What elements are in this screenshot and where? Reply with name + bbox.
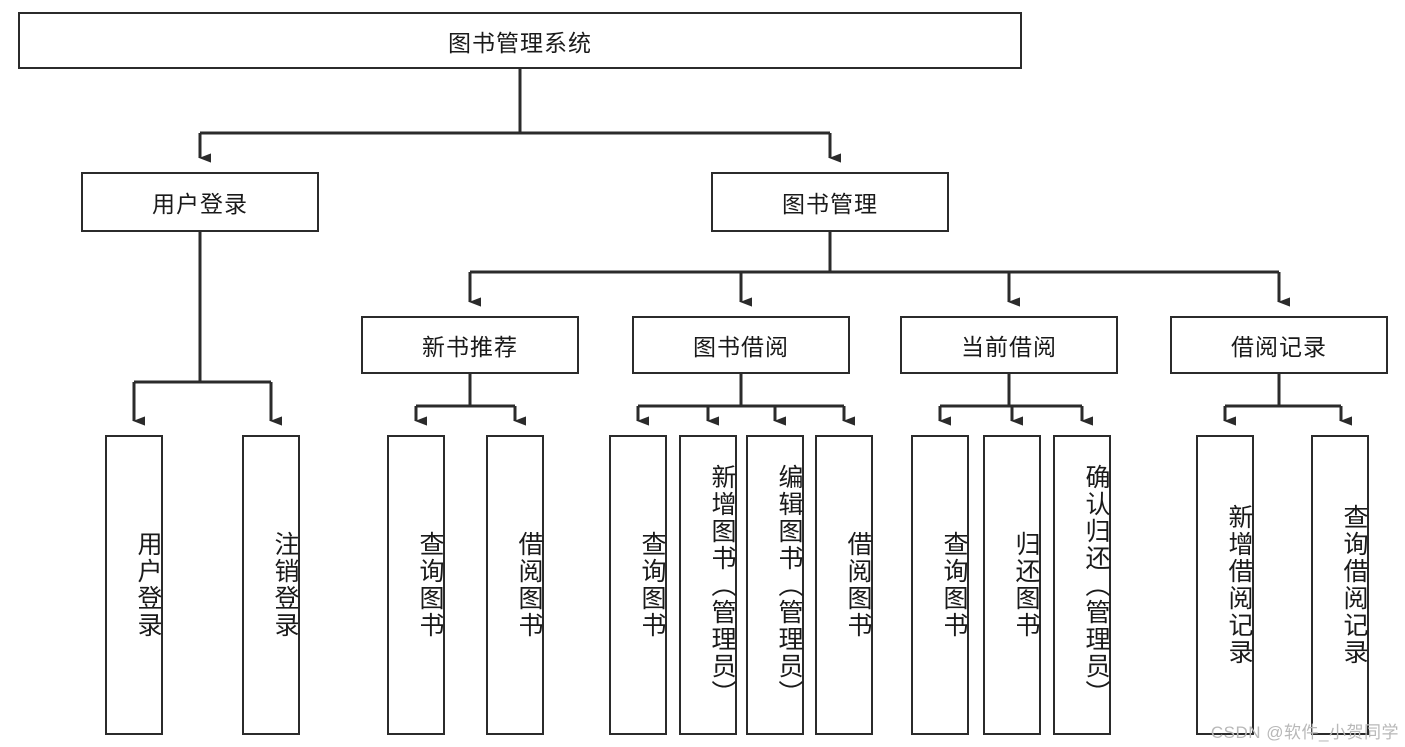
node-leaf-user-login[interactable]: 用户登录 xyxy=(105,435,163,735)
node-borrow-record-label: 借阅记录 xyxy=(1231,334,1327,360)
node-leaf-query-record-label: 查询借阅记录 xyxy=(1340,504,1368,666)
node-book-manage-label: 图书管理 xyxy=(782,191,878,217)
node-book-borrow[interactable]: 图书借阅 xyxy=(632,316,850,374)
node-leaf-query-record[interactable]: 查询借阅记录 xyxy=(1311,435,1369,735)
node-leaf-return-book[interactable]: 归还图书 xyxy=(983,435,1041,735)
node-leaf-logout-label: 注销登录 xyxy=(271,531,299,639)
node-user-login[interactable]: 用户登录 xyxy=(81,172,319,232)
node-root[interactable]: 图书管理系统 xyxy=(18,12,1022,69)
node-leaf-query-book-borrow-label: 查询图书 xyxy=(638,531,666,639)
node-leaf-user-login-label: 用户登录 xyxy=(134,531,162,639)
node-leaf-query-book-borrow[interactable]: 查询图书 xyxy=(609,435,667,735)
node-leaf-add-book-label: 新增图书（管理员） xyxy=(708,463,736,707)
node-leaf-logout[interactable]: 注销登录 xyxy=(242,435,300,735)
node-leaf-edit-book-label: 编辑图书（管理员） xyxy=(775,463,803,707)
node-book-manage[interactable]: 图书管理 xyxy=(711,172,949,232)
node-leaf-confirm-return[interactable]: 确认归还（管理员） xyxy=(1053,435,1111,735)
node-borrow-record[interactable]: 借阅记录 xyxy=(1170,316,1388,374)
node-new-book-rec-label: 新书推荐 xyxy=(422,334,518,360)
node-current-borrow-label: 当前借阅 xyxy=(961,334,1057,360)
node-book-borrow-label: 图书借阅 xyxy=(693,334,789,360)
node-user-login-label: 用户登录 xyxy=(152,191,248,217)
node-leaf-query-book-cur[interactable]: 查询图书 xyxy=(911,435,969,735)
node-leaf-confirm-return-label: 确认归还（管理员） xyxy=(1082,463,1110,707)
node-leaf-add-record-label: 新增借阅记录 xyxy=(1225,504,1253,666)
watermark-text: CSDN @软件_小贺同学 xyxy=(1210,723,1399,742)
node-leaf-borrow-book-rec-label: 借阅图书 xyxy=(515,531,543,639)
node-current-borrow[interactable]: 当前借阅 xyxy=(900,316,1118,374)
node-new-book-rec[interactable]: 新书推荐 xyxy=(361,316,579,374)
node-leaf-query-book-rec[interactable]: 查询图书 xyxy=(387,435,445,735)
node-leaf-add-book[interactable]: 新增图书（管理员） xyxy=(679,435,737,735)
node-leaf-return-book-label: 归还图书 xyxy=(1012,531,1040,639)
node-leaf-borrow-book[interactable]: 借阅图书 xyxy=(815,435,873,735)
node-leaf-borrow-book-rec[interactable]: 借阅图书 xyxy=(486,435,544,735)
node-leaf-query-book-cur-label: 查询图书 xyxy=(940,531,968,639)
node-leaf-query-book-rec-label: 查询图书 xyxy=(416,531,444,639)
node-leaf-borrow-book-label: 借阅图书 xyxy=(844,531,872,639)
node-leaf-add-record[interactable]: 新增借阅记录 xyxy=(1196,435,1254,735)
node-root-label: 图书管理系统 xyxy=(448,29,592,56)
node-leaf-edit-book[interactable]: 编辑图书（管理员） xyxy=(746,435,804,735)
